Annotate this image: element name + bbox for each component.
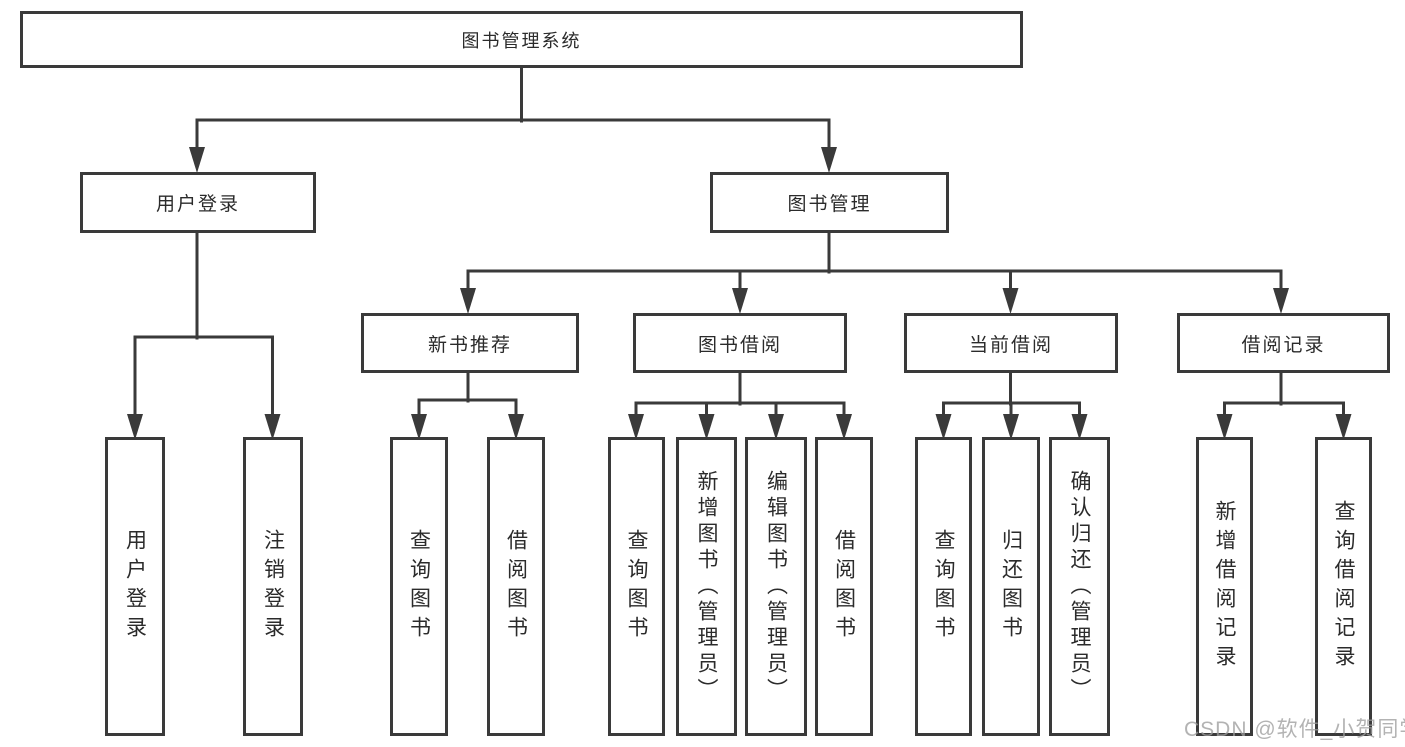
arrowhead <box>836 414 852 440</box>
leaf-logout: 注销登录 <box>243 437 303 736</box>
node-label: 用户登录 <box>123 528 147 645</box>
leaf-edit-book-admin: 编辑图书（管理员） <box>745 437 807 736</box>
arrowhead <box>935 414 952 440</box>
leaf-query-books-borrow: 查询图书 <box>608 437 665 736</box>
node-library-management-system: 图书管理系统 <box>20 11 1023 68</box>
leaf-return-book: 归还图书 <box>982 437 1040 736</box>
leaf-user-login: 用户登录 <box>105 437 165 736</box>
node-label: 查询图书 <box>625 528 648 645</box>
node-book-borrow: 图书借阅 <box>633 313 847 373</box>
node-current-borrow: 当前借阅 <box>904 313 1118 373</box>
node-label: 查询图书 <box>932 528 955 645</box>
leaf-query-books-recommend: 查询图书 <box>390 437 448 736</box>
node-borrow-records: 借阅记录 <box>1177 313 1390 373</box>
node-label: 归还图书 <box>999 528 1023 645</box>
node-label: 新书推荐 <box>427 334 512 356</box>
arrowhead <box>1071 414 1088 440</box>
arrowhead <box>508 414 524 440</box>
arrowhead <box>264 414 281 440</box>
node-label: 新增图书（管理员） <box>695 469 718 704</box>
leaf-add-book-admin: 新增图书（管理员） <box>676 437 737 736</box>
arrowhead <box>411 414 427 440</box>
csdn-watermark: CSDN @软件_小贺同学 <box>1184 718 1405 741</box>
parent-stems <box>195 66 1283 406</box>
connector-paths <box>133 66 1345 422</box>
arrowhead <box>127 414 143 440</box>
node-label: 编辑图书（管理员） <box>764 469 788 704</box>
node-new-book-recommend: 新书推荐 <box>361 313 579 373</box>
node-label: 当前借阅 <box>968 334 1053 356</box>
node-user-login-branch: 用户登录 <box>80 172 316 233</box>
node-book-management: 图书管理 <box>710 172 949 233</box>
arrowhead <box>1003 414 1019 440</box>
leaf-borrow-books-borrow: 借阅图书 <box>815 437 873 736</box>
arrowhead <box>189 147 205 173</box>
node-label: 图书管理系统 <box>461 30 582 51</box>
leaf-add-borrow-record: 新增借阅记录 <box>1196 437 1253 736</box>
arrow-stems <box>133 118 1345 422</box>
arrowhead <box>768 414 784 440</box>
arrowhead <box>1335 414 1352 440</box>
node-label: 借阅图书 <box>504 528 528 645</box>
node-label: 借阅图书 <box>832 528 856 645</box>
node-label: 借阅记录 <box>1241 334 1326 356</box>
node-label: 查询借阅记录 <box>1332 499 1355 674</box>
leaf-borrow-books-recommend: 借阅图书 <box>487 437 545 736</box>
arrowhead <box>628 414 644 440</box>
arrowheads <box>127 147 1352 440</box>
leaf-confirm-return-admin: 确认归还（管理员） <box>1049 437 1110 736</box>
node-label: 新增借阅记录 <box>1213 499 1236 674</box>
node-label: 注销登录 <box>261 528 285 645</box>
arrowhead <box>821 147 837 173</box>
branch-bars <box>133 118 1345 405</box>
arrowhead <box>732 288 748 314</box>
arrowhead <box>698 414 715 440</box>
arrowhead <box>1002 288 1019 314</box>
arrowhead <box>1216 414 1233 440</box>
node-label: 确认归还（管理员） <box>1068 469 1091 704</box>
node-label: 用户登录 <box>155 194 240 215</box>
node-label: 图书管理 <box>787 194 872 215</box>
arrowhead <box>1273 288 1289 314</box>
leaf-query-borrow-record: 查询借阅记录 <box>1315 437 1372 736</box>
node-label: 图书借阅 <box>697 334 782 356</box>
arrowhead <box>460 288 476 314</box>
leaf-query-books-current: 查询图书 <box>915 437 972 736</box>
node-label: 查询图书 <box>407 528 431 645</box>
